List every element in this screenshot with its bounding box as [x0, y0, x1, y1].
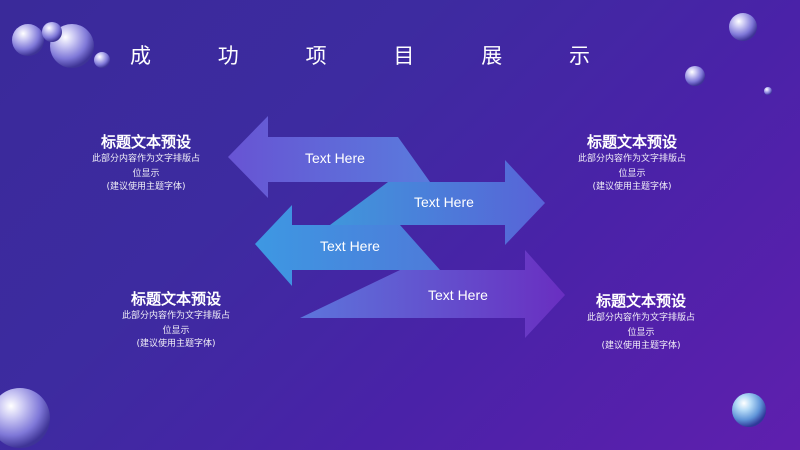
arrow-lower-right	[300, 250, 565, 338]
block-body: 此部分内容作为文字排版占	[577, 154, 686, 164]
sphere	[732, 393, 766, 427]
block-title: 标题文本预设	[100, 133, 191, 151]
block-title: 标题文本预设	[586, 133, 677, 151]
slide-title: 成 功 项 目 展 示	[130, 40, 590, 70]
block-body: 位显示	[618, 169, 646, 179]
text-block-top-left: 标题文本预设 此部分内容作为文字排版占 位显示 (建议使用主题字体)	[56, 133, 236, 194]
arrow-label: Text Here	[305, 150, 365, 166]
block-title: 标题文本预设	[130, 290, 221, 308]
sphere	[12, 24, 44, 56]
title-char: 成	[130, 44, 151, 68]
block-body: 此部分内容作为文字排版占	[91, 154, 200, 164]
block-body: 位显示	[162, 326, 190, 336]
title-char: 示	[568, 44, 590, 68]
sphere	[94, 52, 110, 68]
arrow-group	[228, 116, 565, 338]
title-char: 目	[393, 44, 415, 68]
sphere	[0, 388, 50, 448]
arrow-label: Text Here	[428, 287, 488, 303]
arrow-label: Text Here	[414, 194, 474, 210]
title-char: 项	[305, 44, 327, 68]
block-title: 标题文本预设	[595, 292, 686, 310]
block-note: (建议使用主题字体)	[106, 182, 186, 192]
sphere-cluster-top-left	[12, 22, 110, 68]
arrow-label: Text Here	[320, 238, 380, 254]
block-note: (建议使用主题字体)	[592, 182, 672, 192]
sphere	[729, 13, 757, 41]
arrow-top-left	[228, 116, 430, 198]
block-body: 位显示	[627, 328, 655, 338]
arrow-bottom-left	[255, 205, 440, 286]
block-note: (建议使用主题字体)	[601, 341, 681, 351]
title-char: 功	[217, 44, 239, 68]
text-block-bottom-left: 标题文本预设 此部分内容作为文字排版占 位显示 (建议使用主题字体)	[86, 290, 266, 351]
block-body: 位显示	[132, 169, 160, 179]
block-note: (建议使用主题字体)	[136, 339, 216, 349]
block-body: 此部分内容作为文字排版占	[586, 313, 695, 323]
sphere	[42, 22, 62, 42]
block-body: 此部分内容作为文字排版占	[121, 311, 230, 321]
sphere	[764, 87, 772, 95]
text-block-bottom-right: 标题文本预设 此部分内容作为文字排版占 位显示 (建议使用主题字体)	[551, 292, 731, 353]
text-block-top-right: 标题文本预设 此部分内容作为文字排版占 位显示 (建议使用主题字体)	[542, 133, 722, 194]
sphere	[685, 66, 705, 86]
title-char: 展	[481, 44, 503, 68]
arrow-mid-right	[330, 160, 545, 245]
